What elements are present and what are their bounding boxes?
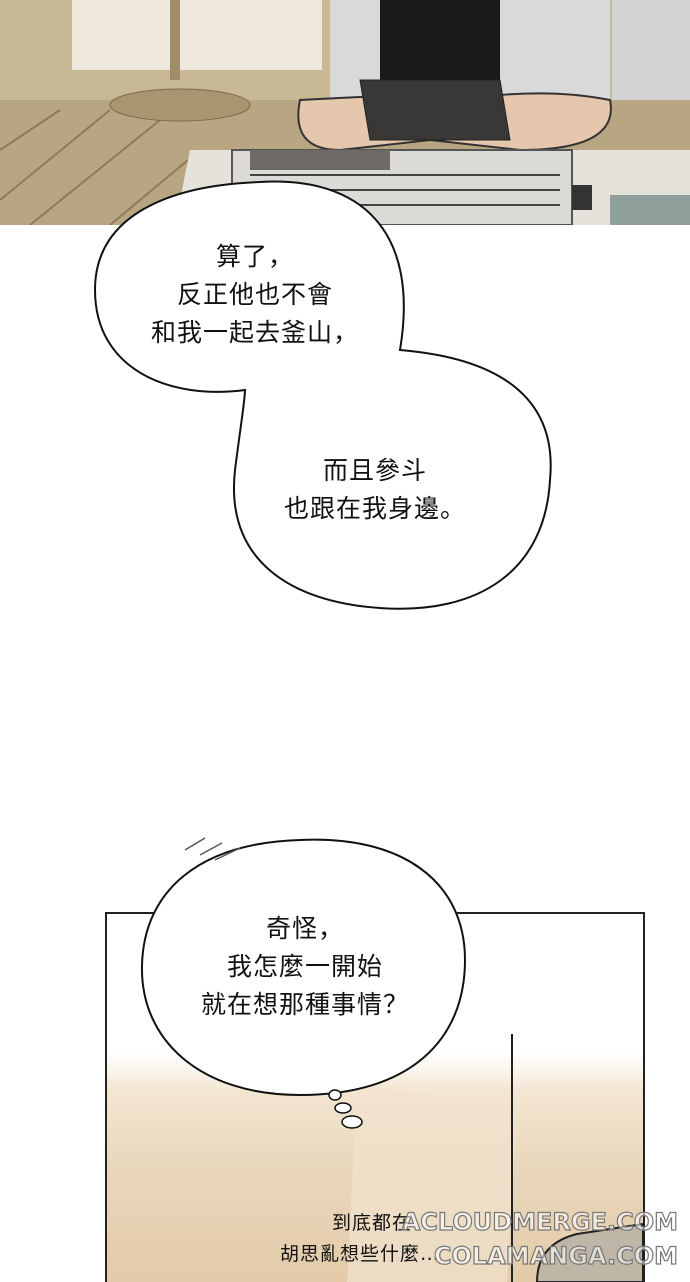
speech-bubble-3-text: 奇怪， 我怎麼一開始 就在想那種事情？	[150, 910, 460, 1024]
speech-bubble-2-text: 而且參斗 也跟在我身邊。	[240, 452, 510, 528]
narration-line: 胡思亂想些什麼…	[279, 1243, 440, 1265]
dialogue-line: 和我一起去釜山，	[150, 318, 359, 347]
top-panel-illustration	[0, 0, 690, 225]
watermark-colamanga: COLAMANGA.COM	[433, 1241, 678, 1270]
speech-bubble-1-text: 算了， 反正他也不會 和我一起去釜山，	[95, 238, 415, 352]
dialogue-line: 反正他也不會	[176, 280, 333, 309]
dialogue-line: 我怎麼一開始	[226, 952, 383, 981]
dialogue-line: 奇怪，	[265, 914, 344, 943]
sigh-lines-icon	[184, 837, 241, 861]
dialogue-line: 就在想那種事情？	[200, 990, 409, 1019]
speech-bubble-1	[93, 180, 552, 610]
room-scene	[0, 0, 690, 225]
narration-line: 到底都在	[331, 1212, 412, 1234]
dialogue-line: 也跟在我身邊。	[283, 494, 466, 523]
speech-bubble-2	[140, 838, 467, 1097]
dialogue-line: 而且參斗	[322, 456, 427, 485]
thought-dots-2	[328, 1089, 363, 1129]
narration-text: 到底都在 胡思亂想些什麼…	[240, 1208, 440, 1270]
dialogue-line: 算了，	[215, 242, 294, 271]
watermark-acloudmerge: ACLOUDMERGE.COM	[401, 1207, 679, 1236]
